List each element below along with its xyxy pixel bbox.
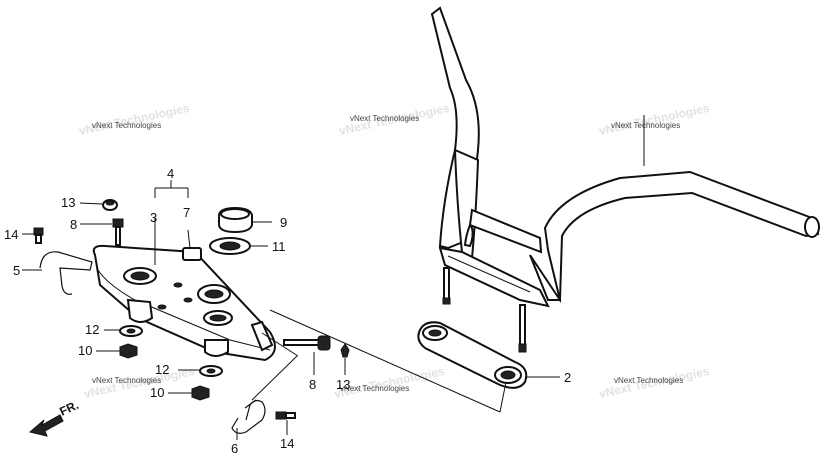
front-direction-indicator: FR. (28, 398, 81, 437)
callout-10-lower: 10 (150, 385, 164, 400)
nut-part-9 (218, 206, 272, 234)
nut-part-10-upper (96, 343, 138, 359)
washer-part-12-upper (104, 325, 143, 337)
watermark-2: vNext Technologies (350, 114, 419, 123)
bracket-4 (154, 180, 189, 198)
watermark-3: vNext Technologies (611, 121, 680, 130)
washer-part-12-lower (178, 365, 223, 377)
callout-7: 7 (183, 205, 190, 220)
handlebar (430, 6, 820, 353)
callout-numbers: 2 3 4 5 6 7 8 8 9 10 10 11 12 12 13 13 1… (4, 166, 571, 456)
callout-6: 6 (231, 441, 238, 456)
cap-part-13-bottom (340, 343, 350, 375)
callout-4: 4 (167, 166, 174, 181)
callout-14-bottom: 14 (280, 436, 294, 451)
watermarks: vNext Technologies vNext Technologies vN… (92, 114, 683, 393)
callout-13-bottom: 13 (336, 377, 350, 392)
clip-part-6 (231, 399, 266, 440)
callout-12-lower: 12 (155, 362, 169, 377)
watermark-ghost-3: vNext Technologies (598, 101, 711, 138)
callout-8-bottom: 8 (309, 377, 316, 392)
callout-9: 9 (280, 215, 287, 230)
watermark-5: vNext Technologies (340, 384, 409, 393)
rubber-part-7 (182, 229, 202, 261)
callout-5: 5 (13, 263, 20, 278)
bolt-part-8-top (80, 218, 124, 246)
assembly-leaders (251, 309, 507, 413)
lower-holder-part-2 (417, 321, 560, 389)
washer-part-11 (209, 237, 268, 255)
cap-part-13-top (79, 199, 118, 211)
bolt-part-8-bottom (283, 335, 331, 375)
callout-10-upper: 10 (78, 343, 92, 358)
watermark-6: vNext Technologies (614, 376, 683, 385)
watermark-1: vNext Technologies (92, 121, 161, 130)
callout-14-top: 14 (4, 227, 18, 242)
callout-2: 2 (564, 370, 571, 385)
bolt-part-14-bottom (275, 411, 296, 435)
front-label: FR. (57, 398, 80, 419)
nut-part-10-lower (168, 385, 210, 401)
callout-11: 11 (272, 239, 286, 254)
callout-3: 3 (150, 210, 157, 225)
bolt-part-14-top (22, 227, 44, 244)
watermark-ghost-1: vNext Technologies (78, 101, 191, 138)
front-arrow-icon (28, 414, 64, 437)
clip-part-5 (22, 251, 93, 295)
watermark-4: vNext Technologies (92, 376, 161, 385)
callout-12-upper: 12 (85, 322, 99, 337)
top-bridge-part-3 (92, 218, 276, 362)
callout-8-top: 8 (70, 217, 77, 232)
callout-13-top: 13 (61, 195, 75, 210)
